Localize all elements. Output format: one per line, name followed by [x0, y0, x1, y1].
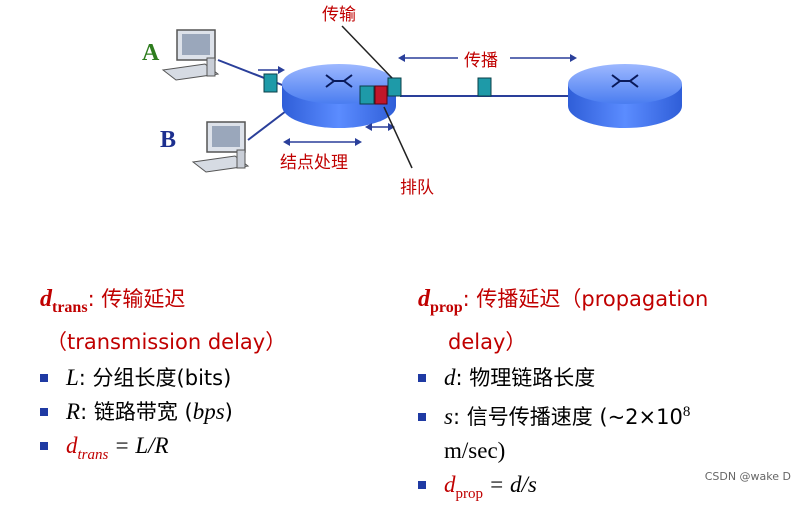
network-diagram: A B 传输 传播 结点处理 排队 [142, 5, 682, 198]
transmission-heading-line2: （transmission delay） [46, 330, 287, 354]
transmission-pointer [341, 25, 393, 79]
host-a-label: A [142, 40, 160, 66]
transmission-label: 传输 [322, 5, 356, 25]
bullet-icon [40, 442, 48, 450]
host-a-computer-icon [161, 29, 220, 81]
dprop-subscript: prop [430, 299, 463, 316]
propagation-heading-text: : 传播延迟（propagation [462, 287, 709, 311]
link-b-router [247, 107, 291, 141]
propagation-heading: dprop: 传播延迟（propagation [418, 282, 788, 325]
list-item: s: 信号传播速度 (~2×108 [418, 395, 788, 434]
list-item: dtrans = L/R [40, 429, 400, 472]
bullet-icon [40, 374, 48, 382]
queue-arrowhead-left [365, 123, 372, 131]
item-symbol: d [66, 433, 78, 458]
packet-queued [359, 85, 375, 105]
item-symbol: d [444, 472, 456, 497]
queueing-pointer [383, 106, 413, 169]
list-item: L: 分组长度(bits) [40, 361, 400, 395]
item-superscript: 8 [682, 404, 691, 420]
packet-queued-red [374, 85, 388, 105]
item-subscript: prop [455, 486, 484, 502]
item-symbol: s [444, 404, 453, 429]
list-item: R: 链路带宽 (bps) [40, 395, 400, 429]
dtrans-symbol: d [40, 286, 52, 312]
dtrans-subscript: trans [52, 299, 88, 316]
transmission-delay-column: dtrans: 传输延迟 （transmission delay） L: 分组长… [40, 282, 400, 472]
item-text: : 信号传播速度 (~2×10 [452, 405, 683, 429]
link-a-router [217, 59, 291, 89]
queue-arrowhead-right [388, 123, 395, 131]
item-subscript: trans [77, 447, 109, 463]
watermark: CSDN @wake D [704, 470, 791, 483]
router-2-icon [568, 64, 682, 128]
host-b-label: B [160, 127, 176, 153]
transmission-heading-text: : 传输延迟 [87, 287, 186, 311]
incoming-arrowhead [278, 66, 285, 74]
bullet-icon [418, 374, 426, 382]
propagation-arrowhead-right [570, 54, 577, 62]
item-unit: bps [192, 399, 225, 424]
propagation-heading-line2: delay） [448, 330, 527, 354]
item-formula: = L/R [108, 433, 169, 458]
packet-propagating [477, 77, 492, 97]
transmission-heading: dtrans: 传输延迟 [40, 282, 400, 325]
processing-arrowhead-right [355, 138, 362, 146]
item-text: : 物理链路长度 [455, 366, 596, 390]
packet-incoming [263, 73, 278, 93]
item-symbol: L [66, 365, 79, 390]
item-symbol: R [66, 399, 81, 424]
item-text: : 分组长度(bits) [78, 366, 232, 390]
item-tail: ) [224, 400, 233, 424]
dprop-symbol: d [418, 286, 430, 312]
processing-arrowhead-left [283, 138, 290, 146]
packet-transmitting [387, 77, 402, 97]
propagation-label: 传播 [464, 51, 498, 71]
item-continuation: m/sec) [444, 438, 506, 463]
item-symbol: d [444, 365, 456, 390]
queueing-label: 排队 [400, 178, 434, 198]
bullet-icon [418, 413, 426, 421]
host-b-computer-icon [191, 121, 250, 173]
bullet-icon [418, 481, 426, 489]
bullet-icon [40, 408, 48, 416]
item-text: : 链路带宽 ( [80, 400, 193, 424]
item-formula: = d/s [483, 472, 537, 497]
list-item: d: 物理链路长度 [418, 361, 788, 395]
nodal-processing-label: 结点处理 [280, 153, 348, 173]
propagation-arrowhead-left [398, 54, 405, 62]
